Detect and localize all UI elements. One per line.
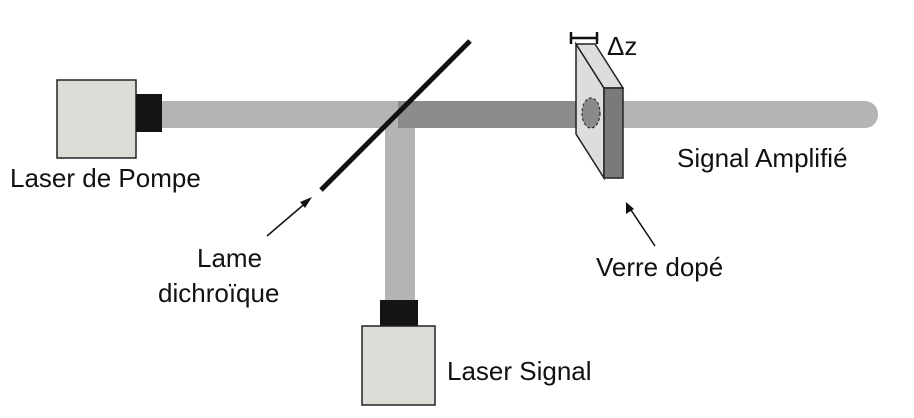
signal-laser-label: Laser Signal [447, 356, 592, 386]
amplified-signal-label: Signal Amplifié [677, 143, 848, 173]
dichroic-arrowhead [300, 197, 312, 208]
signal-beam-vertical [385, 118, 415, 306]
dichroic-pointer-arrow [266, 200, 309, 237]
pump-beam-left [160, 101, 405, 128]
amplified-signal-beam [610, 101, 878, 128]
dichroic-label-line1: Lame [197, 243, 262, 273]
doped-glass-side-edge [603, 87, 624, 179]
signal-laser-body [361, 325, 436, 406]
dichroic-mirror [319, 39, 472, 192]
beam-spot-in-glass [581, 97, 601, 129]
glass-pointer-arrow [628, 206, 656, 247]
thickness-label: Δz [607, 31, 637, 61]
glass-arrowhead [626, 202, 634, 214]
signal-laser-aperture [380, 300, 418, 326]
dichroic-label-line2: dichroïque [158, 278, 279, 308]
combined-beam [398, 101, 578, 128]
doped-glass-label: Verre dopé [596, 252, 723, 282]
pump-laser-aperture [136, 94, 162, 132]
pump-laser-body [56, 79, 137, 159]
pump-laser-label: Laser de Pompe [10, 163, 201, 193]
